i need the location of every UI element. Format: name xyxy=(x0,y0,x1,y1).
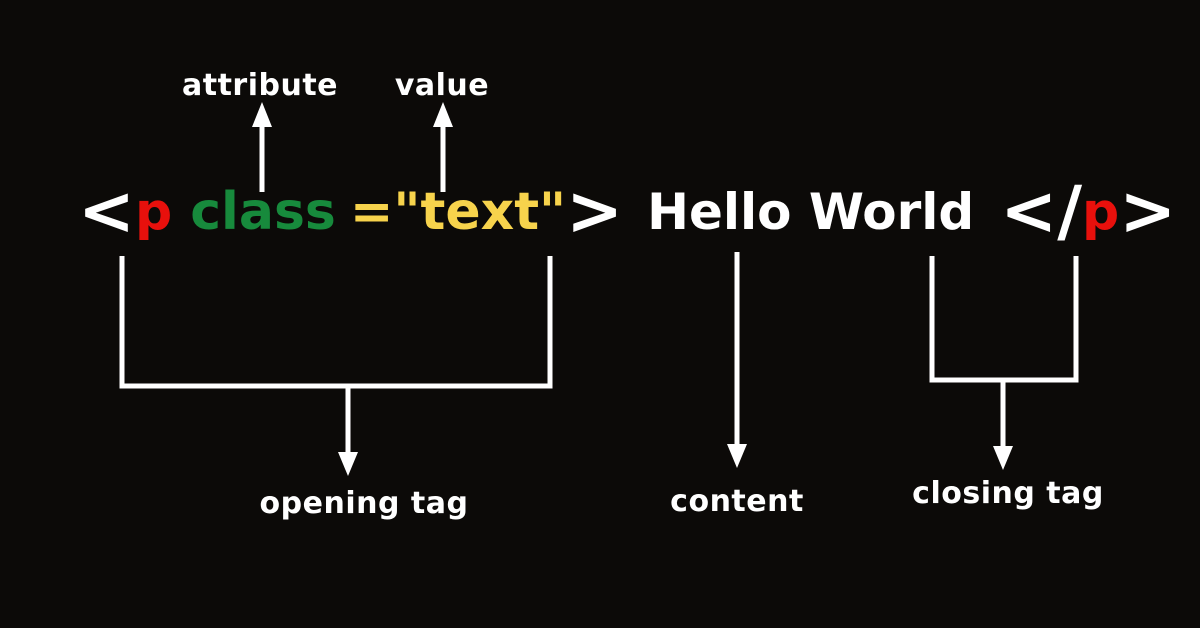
closing-tag-close-bracket: > xyxy=(1119,172,1177,251)
content-arrow xyxy=(727,252,747,468)
value-label: value xyxy=(394,68,490,103)
closing-tag-open-bracket: </ xyxy=(1000,172,1083,251)
attribute-label: attribute xyxy=(181,68,339,103)
closing-tag-arrow xyxy=(993,380,1013,470)
opening-tag-close-bracket: > xyxy=(566,172,624,251)
opening-tag-name: p xyxy=(134,182,173,242)
opening-tag-arrow xyxy=(338,386,358,476)
opening-tag-label: opening tag xyxy=(259,486,469,521)
attribute-name: class xyxy=(190,182,336,242)
closing-tag-label: closing tag xyxy=(912,476,1104,511)
closing-tag-name: p xyxy=(1082,182,1120,242)
opening-tag-bracket xyxy=(119,256,553,389)
code-line: < p class ="text" > Hello World </ p > xyxy=(78,168,1176,256)
content-label: content xyxy=(670,484,804,519)
attribute-value: ="text" xyxy=(349,182,567,242)
opening-tag-open-bracket: < xyxy=(78,172,135,251)
closing-tag-bracket xyxy=(929,256,1079,383)
element-content: Hello World xyxy=(647,183,975,241)
